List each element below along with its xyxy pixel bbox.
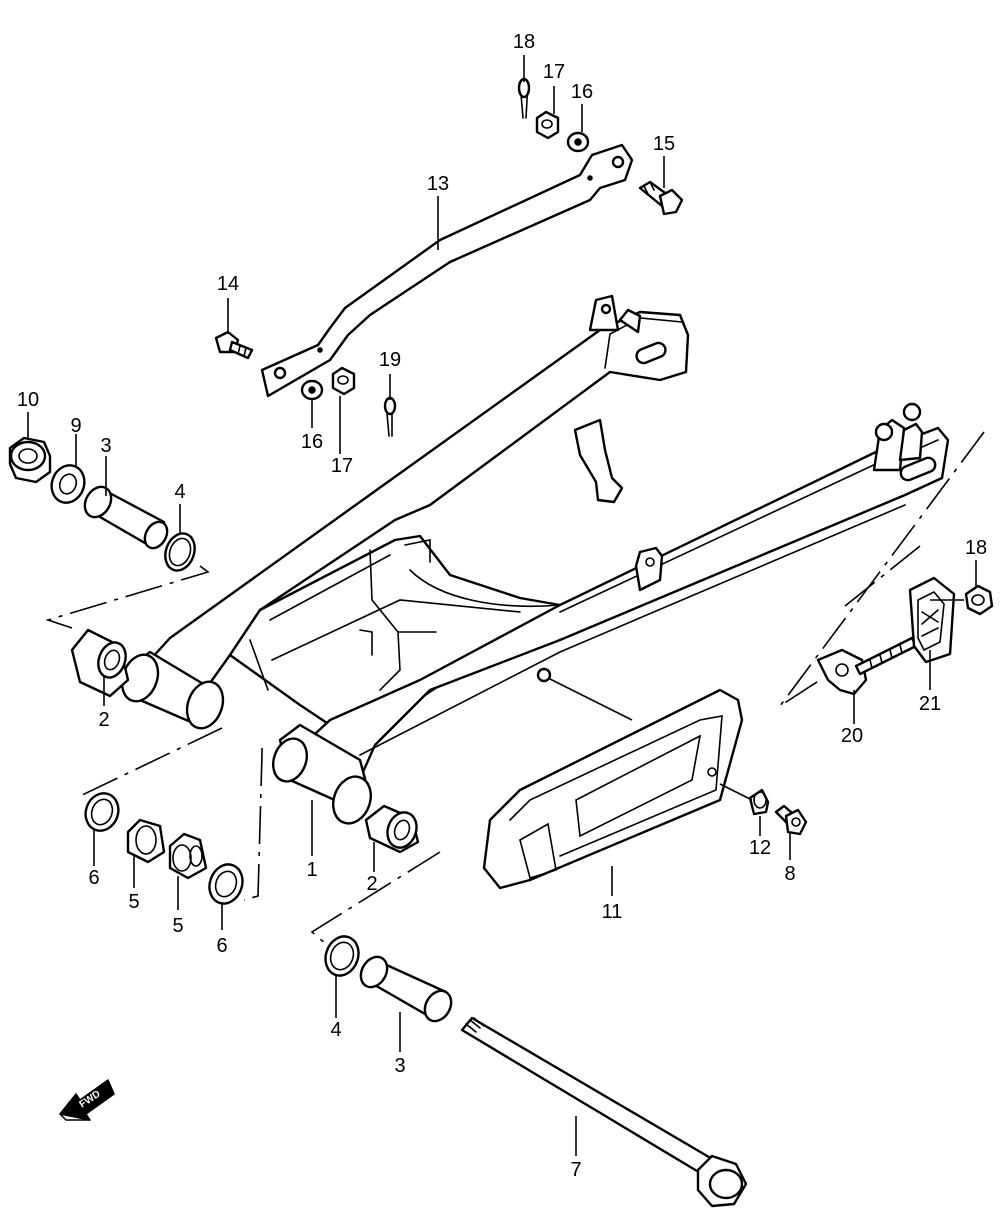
bearing-2-top: [70, 628, 130, 698]
callout-5-left: 5: [128, 891, 139, 913]
alignment-line-adjuster-lower: [839, 545, 921, 611]
callout-18-mid: 19: [379, 349, 401, 371]
callout-21: 18: [965, 537, 987, 559]
seal-4-top: [164, 532, 196, 572]
spacer-5-right: [168, 832, 208, 880]
leader-lines: [27, 55, 977, 1156]
cotter-pin-18-mid: [383, 396, 397, 437]
washer-16-top: [566, 131, 590, 153]
alignment-line-adjuster: [779, 431, 985, 707]
alignment-line-lower: [310, 851, 441, 945]
alignment-line-washer: [243, 748, 263, 901]
callout-7: 7: [570, 1159, 581, 1181]
callout-6-right: 6: [216, 935, 227, 957]
callout-11: 8: [784, 863, 795, 885]
chain-adjuster-19: [816, 636, 918, 696]
castle-nut-17-top: [535, 110, 560, 140]
fwd-direction-marker: FWD: [59, 1079, 115, 1121]
torque-link-13: [260, 143, 634, 398]
callout-8: 9: [70, 415, 81, 437]
spacer-12: [748, 788, 770, 816]
callout-16-top: 16: [571, 81, 593, 103]
callout-16-mid: 16: [301, 431, 323, 453]
callout-20: 21: [919, 693, 941, 715]
spacer-5-left: [126, 818, 166, 864]
collar-3-bottom: [359, 955, 453, 1023]
cotter-pin-18-top: [517, 77, 531, 119]
callout-18-top: 18: [513, 31, 535, 53]
callout-6-left: 6: [88, 867, 99, 889]
collar-3-top: [83, 485, 169, 550]
bolt-15: [638, 180, 684, 216]
callout-3-bottom: 3: [394, 1055, 405, 1077]
fwd-arrow-icon: [59, 1079, 115, 1121]
callout-12: 12: [749, 837, 771, 859]
chain-case-10: [482, 688, 744, 890]
adjuster-plate-20: [908, 576, 956, 664]
callout-4-bottom: 4: [330, 1019, 341, 1041]
callout-4-top: 4: [174, 481, 185, 503]
swingarm: [120, 294, 950, 825]
callout-5-right: 5: [172, 915, 183, 937]
callout-15: 15: [653, 133, 675, 155]
washer-8: [50, 464, 86, 504]
alignment-line-lower-left: [75, 727, 223, 799]
callout-10: 11: [602, 901, 623, 923]
nut-9: [8, 436, 52, 484]
castle-nut-17-mid: [331, 366, 356, 396]
callout-1: 1: [306, 859, 317, 881]
bolt-14: [214, 330, 254, 360]
callout-14: 14: [217, 273, 239, 295]
alignment-line-upper-left: [45, 565, 210, 629]
washer-6-right: [208, 863, 244, 905]
bearing-2-bottom: [364, 804, 420, 854]
washer-16-mid: [300, 379, 324, 401]
nut-21: [964, 584, 994, 616]
seal-4-bottom: [324, 935, 360, 977]
callout-9: 10: [17, 389, 39, 411]
pivot-shaft-7: [460, 1016, 748, 1208]
callout-2-bottom: 2: [366, 873, 377, 895]
callout-19: 20: [841, 725, 863, 747]
callout-17-mid: 17: [331, 455, 353, 477]
callout-17-top: 17: [543, 61, 565, 83]
callout-13: 13: [427, 173, 449, 195]
callouts: 18 17 16 15 13 14 19 16 17 10 9 3 4 2 1 …: [17, 31, 987, 1181]
bolt-11: [774, 804, 808, 836]
washer-6-left: [84, 792, 120, 832]
callout-3-top: 3: [100, 435, 111, 457]
callout-2-top: 2: [98, 709, 109, 731]
